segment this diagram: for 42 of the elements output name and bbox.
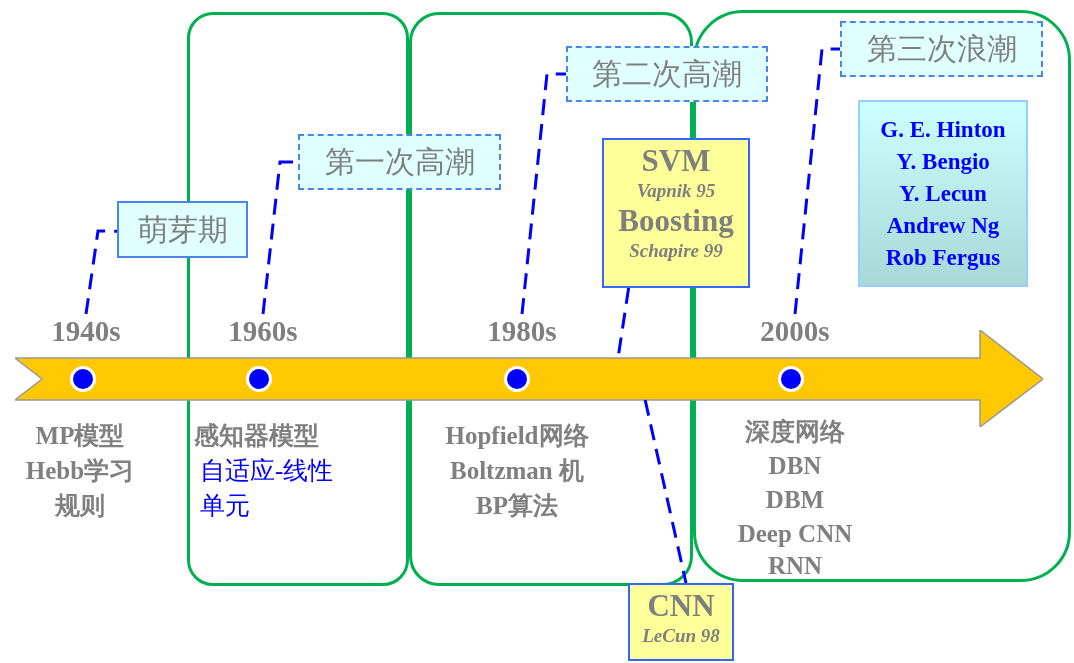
- milestone-text: MP模型: [34, 421, 126, 451]
- author-year: LeCun 98: [642, 624, 720, 648]
- milestone-text: Hopfield网络: [444, 421, 590, 451]
- milestone-text: RNN: [766, 551, 824, 581]
- researcher-box: [858, 100, 1028, 287]
- milestone-text: 自适应-线性单元: [200, 456, 335, 521]
- milestone-text: BP算法: [475, 491, 559, 521]
- milestone-text: DBM: [764, 485, 826, 515]
- author-year: Schapire 99: [629, 239, 723, 263]
- stage-box: [298, 134, 501, 190]
- method-name: Boosting: [618, 204, 734, 238]
- year-label: 2000s: [750, 314, 840, 348]
- milestone-text: 感知器模型: [194, 421, 320, 451]
- method-box: [602, 138, 750, 288]
- stage-box: [566, 46, 768, 102]
- researcher-name: Y. Bengio: [896, 147, 990, 176]
- method-name: SVM: [641, 144, 711, 178]
- dashed-leader-line: [84, 229, 117, 315]
- method-box: [628, 583, 734, 661]
- dashed-leader-line: [520, 72, 566, 315]
- stage-box: [117, 201, 248, 258]
- stage-label: 第一次高潮: [324, 147, 475, 177]
- dashed-leader-line: [793, 47, 840, 315]
- dashed-leader-line: [643, 399, 688, 584]
- year-label: 1960s: [218, 314, 308, 348]
- milestone-text: Deep CNN: [736, 519, 854, 549]
- researcher-name: Rob Fergus: [885, 243, 1001, 272]
- year-label: 1980s: [477, 314, 567, 348]
- stage-label: 萌芽期: [137, 214, 228, 245]
- researcher-name: Y. Lecun: [899, 179, 987, 208]
- stage-label: 第二次高潮: [592, 59, 742, 89]
- stage-label: 第三次浪潮: [866, 34, 1017, 64]
- milestone-text: 深度网络: [744, 417, 846, 447]
- author-year: Vapnik 95: [636, 179, 716, 203]
- year-label: 1940s: [41, 314, 131, 348]
- stage-box: [840, 21, 1043, 77]
- researcher-name: G. E. Hinton: [880, 115, 1006, 144]
- researcher-name: Andrew Ng: [886, 211, 1000, 240]
- method-name: CNN: [647, 589, 715, 623]
- milestone-text: Boltzman 机: [449, 456, 585, 486]
- milestone-text: Hebb学习规则: [24, 456, 136, 521]
- milestone-text: DBN: [767, 451, 823, 481]
